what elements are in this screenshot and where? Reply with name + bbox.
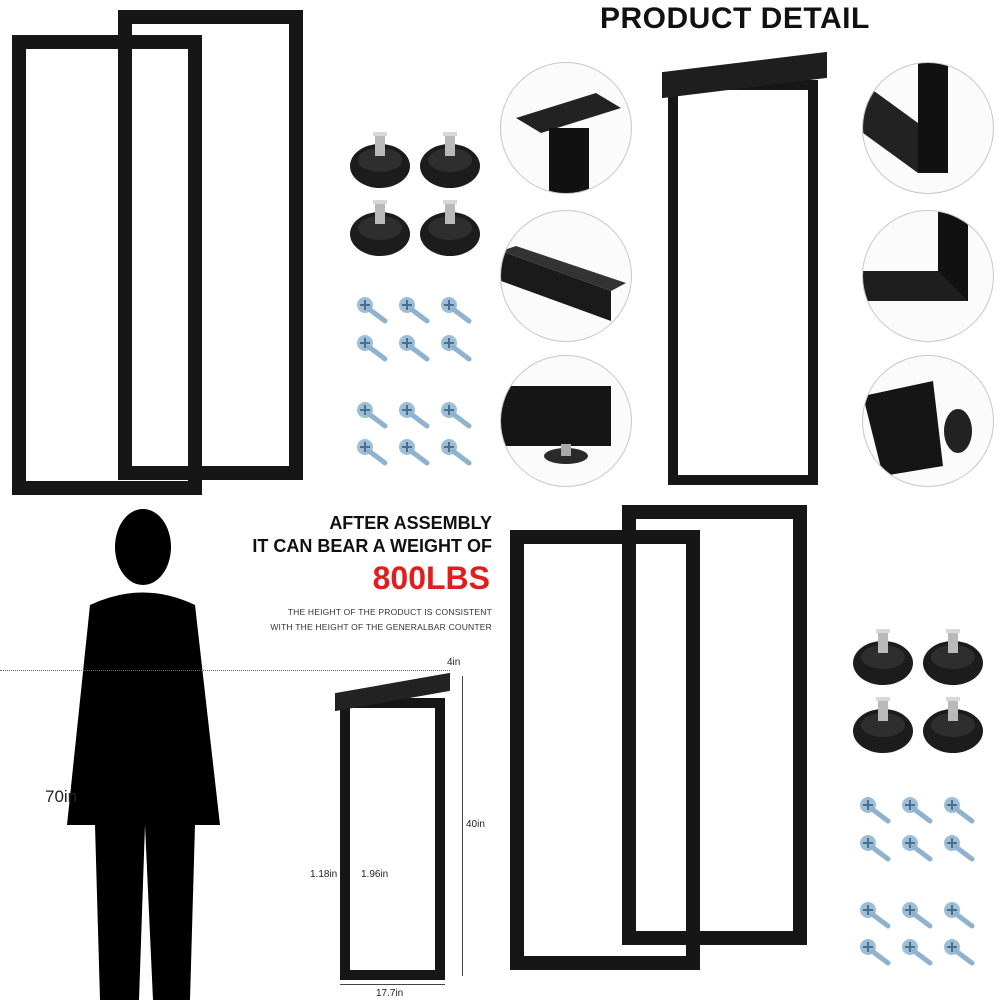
table-leg-frame-center bbox=[668, 80, 818, 485]
person-silhouette-icon bbox=[55, 495, 230, 1000]
leveling-foot-icon bbox=[350, 132, 480, 256]
detail-circle-foot bbox=[500, 355, 632, 487]
wood-screw-icon bbox=[858, 795, 993, 970]
table-leg-frame-back-bottom bbox=[622, 505, 807, 945]
leveling-foot-icon bbox=[853, 629, 983, 753]
dimension-diagram-leg bbox=[340, 698, 445, 980]
height-note-1: THE HEIGHT OF THE PRODUCT IS CONSISTENT bbox=[287, 607, 492, 617]
wood-screws-group-bottom bbox=[858, 795, 993, 970]
leveling-feet-group-bottom bbox=[848, 625, 998, 755]
detail-circle-top-plate bbox=[500, 62, 632, 194]
weight-capacity: 800LBS bbox=[372, 560, 490, 596]
detail-circle-top-right bbox=[862, 62, 994, 194]
detail-circle-bottom-corner bbox=[862, 210, 994, 342]
page-title: PRODUCT DETAIL bbox=[600, 2, 870, 35]
assembly-line1: AFTER ASSEMBLY bbox=[329, 513, 492, 533]
leveling-feet-group-top bbox=[345, 128, 495, 258]
tube-width-label: 1.18in bbox=[310, 869, 338, 880]
tube-depth-label: 1.96in bbox=[361, 869, 389, 880]
height-dimension-line bbox=[462, 676, 463, 976]
height-label: 40in bbox=[466, 819, 485, 830]
table-leg-frame-front-bottom bbox=[510, 530, 700, 970]
person-height-label: 70in bbox=[45, 787, 78, 806]
height-guide-line bbox=[0, 670, 450, 671]
width-dimension-line bbox=[340, 984, 445, 985]
table-leg-frame-back bbox=[118, 10, 303, 480]
height-note-2: WITH THE HEIGHT OF THE GENERALBAR COUNTE… bbox=[270, 622, 492, 632]
table-leg-frame-front bbox=[12, 35, 202, 495]
detail-circle-foot-right bbox=[862, 355, 994, 487]
assembly-line2: IT CAN BEAR A WEIGHT OF bbox=[252, 536, 492, 556]
depth-label: 4in bbox=[447, 657, 461, 668]
detail-circle-corner bbox=[500, 210, 632, 342]
wood-screws-group-top bbox=[355, 295, 490, 470]
wood-screw-icon bbox=[355, 295, 490, 470]
width-label: 17.7in bbox=[376, 988, 404, 999]
